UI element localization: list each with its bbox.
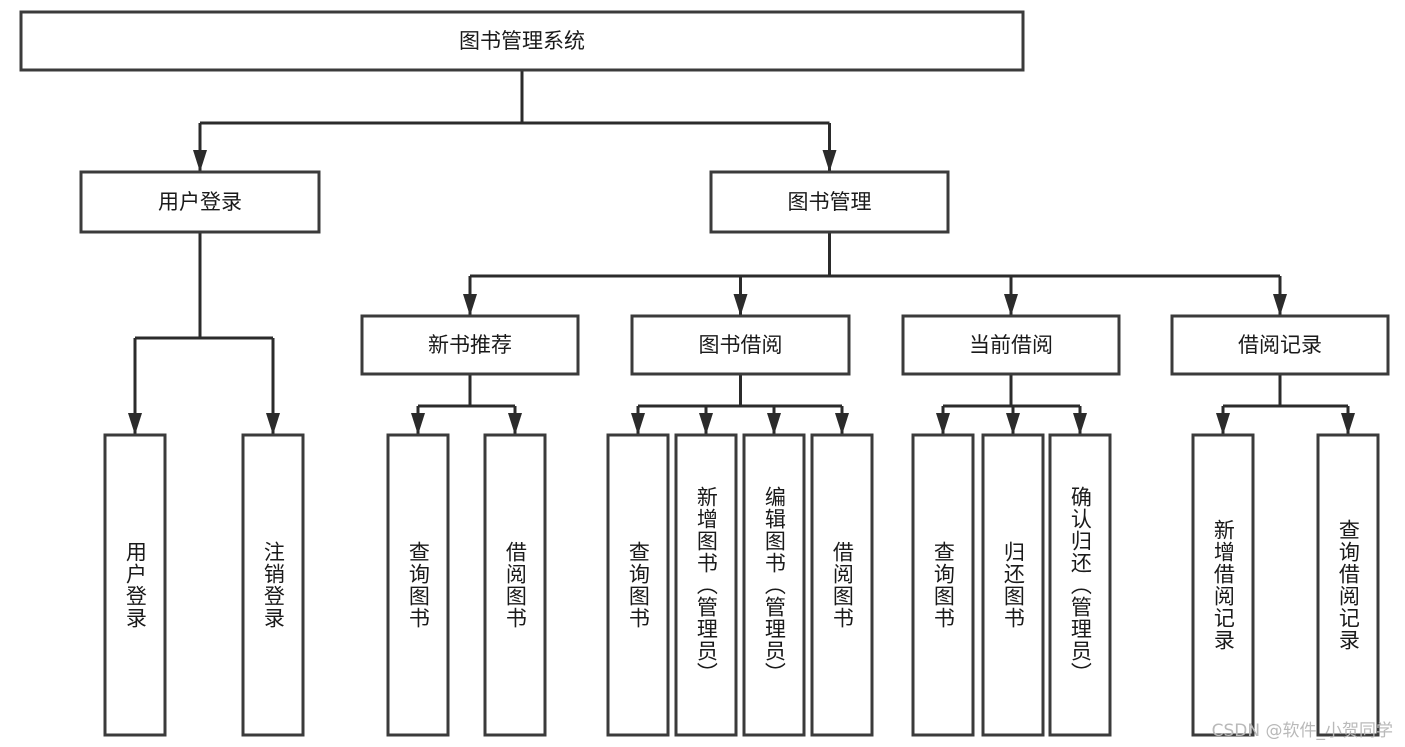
arrow-head-icon	[1216, 413, 1230, 435]
node-box-leaf-add-book[interactable]	[674, 433, 738, 737]
node-box-user-login[interactable]	[79, 170, 321, 234]
arrow-head-icon	[733, 294, 748, 316]
node-box-book-borrow[interactable]	[630, 314, 851, 376]
arrow-head-icon	[699, 413, 713, 435]
node-box-leaf-confirm-return[interactable]	[1048, 433, 1112, 737]
node-box-leaf-query-book-recommend[interactable]	[386, 433, 450, 737]
arrow-head-icon	[835, 413, 849, 435]
node-label-book-borrow: 图书借阅	[699, 333, 783, 357]
arrow-head-icon	[1273, 294, 1287, 316]
node-box-book-management[interactable]	[709, 170, 950, 234]
arrow-head-icon	[631, 413, 645, 435]
connectors-layer	[128, 70, 1355, 435]
node-label-user-login: 用户登录	[158, 190, 242, 214]
arrow-head-icon	[1073, 413, 1087, 435]
node-box-leaf-query-borrow-record[interactable]	[1316, 433, 1380, 737]
node-box-leaf-return-book[interactable]	[981, 433, 1045, 737]
arrow-head-icon	[508, 413, 522, 435]
arrow-head-icon	[463, 294, 477, 316]
node-label-borrow-record: 借阅记录	[1238, 333, 1322, 357]
watermark-text: CSDN @软件_小贺同学	[1211, 721, 1393, 741]
node-box-leaf-query-book-borrow[interactable]	[606, 433, 670, 737]
node-box-root[interactable]	[19, 10, 1025, 72]
arrow-head-icon	[767, 413, 781, 435]
arrow-head-icon	[936, 413, 950, 435]
node-label-book-management: 图书管理	[788, 190, 872, 214]
arrow-head-icon	[193, 150, 207, 172]
node-box-new-book-recommend[interactable]	[360, 314, 580, 376]
node-box-leaf-edit-book[interactable]	[742, 433, 806, 737]
arrow-head-icon	[1006, 413, 1020, 435]
node-box-borrow-record[interactable]	[1170, 314, 1390, 376]
arrow-head-icon	[1341, 413, 1355, 435]
node-label-root: 图书管理系统	[459, 29, 585, 53]
node-box-leaf-add-borrow-record[interactable]	[1191, 433, 1255, 737]
arrow-head-icon	[411, 413, 425, 435]
node-label-new-book-recommend: 新书推荐	[428, 333, 512, 357]
node-box-current-borrow[interactable]	[901, 314, 1121, 376]
arrow-head-icon	[822, 150, 837, 172]
node-box-leaf-borrow-book[interactable]	[810, 433, 874, 737]
node-box-leaf-user-login[interactable]	[103, 433, 167, 737]
node-box-leaf-borrow-book-recommend[interactable]	[483, 433, 547, 737]
boxes-layer	[19, 10, 1390, 737]
arrow-head-icon	[128, 413, 142, 435]
node-label-current-borrow: 当前借阅	[969, 333, 1053, 357]
arrow-head-icon	[1004, 294, 1018, 316]
node-box-leaf-query-book-current[interactable]	[911, 433, 975, 737]
node-box-leaf-user-logout[interactable]	[241, 433, 305, 737]
arrow-head-icon	[266, 413, 280, 435]
